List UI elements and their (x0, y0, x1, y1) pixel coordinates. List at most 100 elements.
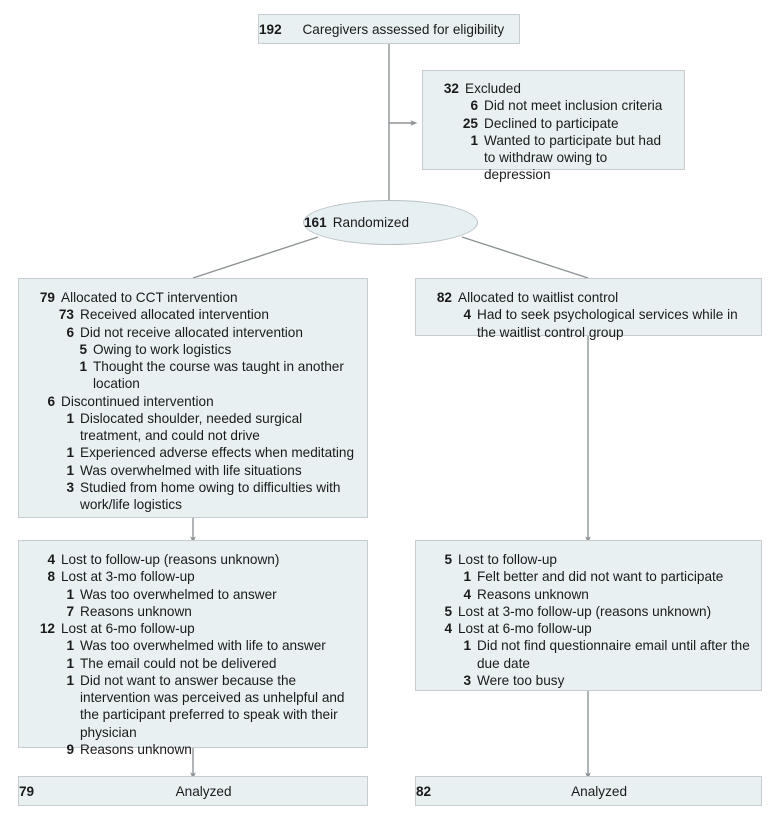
row-count: 1 (79, 359, 87, 374)
list-item: 1 Experienced adverse effects when medit… (29, 444, 357, 461)
row-count: 4 (444, 621, 452, 636)
node-allocated-cct-intervention: 79 Allocated to CCT intervention 73 Rece… (18, 278, 368, 518)
node-analyzed-cct-intervention: 79 Analyzed (18, 776, 368, 806)
row-count: 1 (66, 672, 74, 688)
list-item: 1 Felt better and did not want to partic… (426, 568, 751, 585)
analyzed-right-label: Analyzed (571, 783, 628, 799)
row-label: Lost at 6-mo follow-up (458, 621, 592, 636)
list-item: 1 Did not find questionnaire email until… (426, 637, 751, 672)
row-label: Declined to participate (484, 115, 619, 131)
analyzed-left-count: 79 (19, 783, 35, 799)
row-count: 1 (66, 655, 74, 671)
list-item: 1 Did not want to answer because the int… (29, 672, 357, 741)
list-item: 1 Wanted to participate but had to withd… (433, 132, 674, 184)
row-label: Lost to follow-up (reasons unknown) (61, 552, 280, 567)
row-label: The email could not be delivered (80, 655, 277, 671)
node-analyzed-waitlist-control: 82 Analyzed (415, 776, 762, 806)
list-item: 5 Lost at 3-mo follow-up (reasons unknow… (426, 603, 751, 620)
assessed-count: 192 (259, 21, 282, 37)
analyzed-right-count: 82 (416, 783, 432, 799)
list-item: 12 Lost at 6-mo follow-up (29, 620, 357, 637)
row-label: Thought the course was taught in another… (93, 359, 344, 392)
row-label: Lost at 3-mo follow-up (reasons unknown) (458, 603, 712, 619)
row-label: Experienced adverse effects when meditat… (80, 445, 355, 461)
row-label: Did not meet inclusion criteria (484, 98, 663, 114)
row-label: Studied from home owing to difficulties … (80, 479, 341, 512)
row-label: Felt better and did not want to particip… (477, 569, 724, 585)
row-label: Owing to work logistics (93, 341, 232, 357)
row-label: Reasons unknown (477, 586, 589, 602)
list-item: 73 Received allocated intervention (29, 306, 357, 323)
row-label: Reasons unknown (80, 741, 192, 757)
row-count: 4 (463, 586, 471, 602)
row-count: 1 (66, 586, 74, 602)
row-label: Did not receive allocated intervention (80, 324, 303, 340)
list-item: 4 Reasons unknown (426, 586, 751, 603)
row-count: 3 (66, 479, 74, 495)
row-label: Were too busy (477, 672, 565, 688)
row-label: Was too overwhelmed to answer (80, 586, 277, 602)
row-count: 25 (462, 115, 478, 131)
node-allocated-waitlist-control: 82 Allocated to waitlist control 4 Had t… (415, 278, 762, 340)
row-count: 82 (436, 290, 452, 305)
allocation-left-row-list: 79 Allocated to CCT intervention 73 Rece… (29, 289, 357, 513)
list-item: 32 Excluded (433, 80, 674, 97)
list-item: 1 The email could not be delivered (29, 655, 357, 672)
row-count: 4 (463, 307, 471, 323)
row-count: 8 (47, 569, 55, 585)
list-item: 4 Had to seek psychological services whi… (426, 306, 751, 341)
row-count: 79 (39, 290, 55, 305)
row-count: 73 (58, 307, 74, 323)
list-item: 5 Lost to follow-up (426, 551, 751, 568)
row-label: Wanted to participate but had to withdra… (484, 132, 662, 183)
list-item: 6 Discontinued intervention (29, 393, 357, 410)
list-item: 1 Was overwhelmed with life situations (29, 462, 357, 479)
row-count: 12 (39, 621, 55, 636)
list-item: 9 Reasons unknown (29, 741, 357, 758)
list-item: 6 Did not receive allocated intervention (29, 324, 357, 341)
list-item: 7 Reasons unknown (29, 603, 357, 620)
list-item: 1 Was too overwhelmed with life to answe… (29, 637, 357, 654)
assessed-label: Caregivers assessed for eligibility (302, 21, 505, 37)
row-label: Did not want to answer because the inter… (80, 672, 345, 740)
list-item: 5 Owing to work logistics (29, 341, 357, 358)
row-label: Allocated to waitlist control (458, 290, 619, 305)
row-label: Reasons unknown (80, 603, 192, 619)
list-item: 79 Allocated to CCT intervention (29, 289, 357, 306)
list-item: 1 Was too overwhelmed to answer (29, 586, 357, 603)
node-follow-up-cct-intervention: 4 Lost to follow-up (reasons unknown) 8 … (18, 540, 368, 757)
row-count: 5 (444, 603, 452, 619)
row-count: 6 (47, 393, 55, 409)
node-randomized: 161 Randomized (303, 200, 478, 245)
node-excluded: 32 Excluded 6 Did not meet inclusion cri… (422, 70, 685, 182)
list-item: 82 Allocated to waitlist control (426, 289, 751, 306)
analyzed-left-label: Analyzed (175, 783, 232, 799)
row-label: Was overwhelmed with life situations (80, 462, 302, 478)
excluded-row-list: 32 Excluded 6 Did not meet inclusion cri… (433, 80, 674, 184)
row-count: 1 (463, 569, 471, 585)
row-count: 4 (47, 552, 55, 567)
row-label: Allocated to CCT intervention (61, 290, 238, 305)
list-item: 3 Studied from home owing to difficultie… (29, 479, 357, 514)
row-count: 9 (66, 741, 74, 757)
list-item: 8 Lost at 3-mo follow-up (29, 568, 357, 585)
allocation-right-row-list: 82 Allocated to waitlist control 4 Had t… (426, 289, 751, 341)
list-item: 4 Lost at 6-mo follow-up (426, 620, 751, 637)
row-count: 3 (463, 672, 471, 688)
list-item: 6 Did not meet inclusion criteria (433, 97, 674, 114)
list-item: 25 Declined to participate (433, 115, 674, 132)
list-item: 4 Lost to follow-up (reasons unknown) (29, 551, 357, 568)
randomized-label: Randomized (332, 215, 410, 230)
row-count: 5 (79, 341, 87, 357)
row-label: Lost to follow-up (458, 552, 557, 567)
followup-left-row-list: 4 Lost to follow-up (reasons unknown) 8 … (29, 551, 357, 758)
row-label: Excluded (465, 81, 521, 96)
row-count: 1 (66, 462, 74, 478)
row-count: 1 (66, 410, 74, 426)
row-count: 6 (470, 98, 478, 114)
row-label: Discontinued intervention (61, 393, 214, 409)
followup-right-row-list: 5 Lost to follow-up 1 Felt better and di… (426, 551, 751, 689)
list-item: 1 Dislocated shoulder, needed surgical t… (29, 410, 357, 445)
row-label: Lost at 3-mo follow-up (61, 569, 195, 585)
